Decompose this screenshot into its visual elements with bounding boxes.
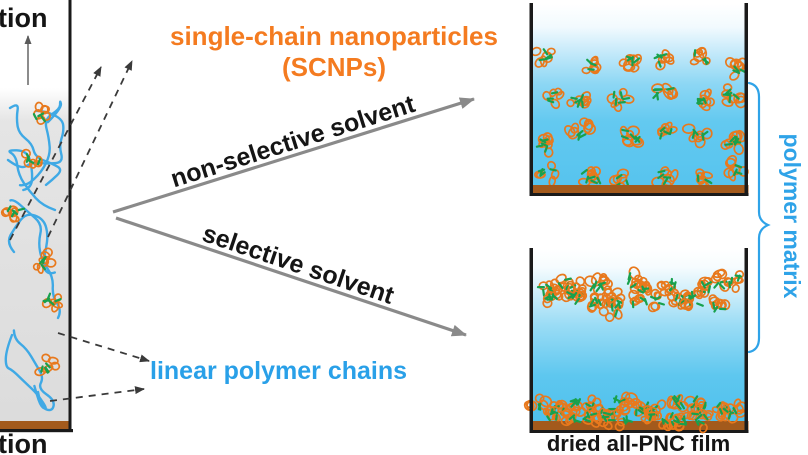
scnp-cluster xyxy=(628,289,648,309)
scnp-cluster xyxy=(619,125,645,148)
scnp-cluster xyxy=(636,276,653,296)
linear-polymer-chains-label: linear polymer chains xyxy=(150,357,408,385)
scnp-cluster xyxy=(723,154,749,182)
vial-substrate xyxy=(0,421,70,429)
scnp-cluster xyxy=(534,160,560,187)
polymer-matrix-brace xyxy=(747,81,771,354)
linear-polymer-chain xyxy=(12,329,55,412)
scnp-cluster xyxy=(20,148,43,169)
dashed-callout-arrow xyxy=(57,332,150,363)
scnp-cluster xyxy=(41,292,64,313)
container-wall-left xyxy=(529,3,533,196)
polymer-matrix-label: polymer matrix xyxy=(779,133,806,299)
scnp-cluster xyxy=(535,132,554,158)
linear-polymer-chain xyxy=(18,100,63,187)
scnp-cluster xyxy=(688,408,714,434)
container-wall-right xyxy=(744,248,748,433)
scnp-cluster xyxy=(560,282,588,305)
cropped-label-bottom: tion xyxy=(0,429,48,455)
scnp-cluster xyxy=(577,166,602,187)
scnp-cluster xyxy=(598,291,624,323)
dashed-callout-arrow xyxy=(9,66,102,241)
scnp-cluster xyxy=(653,49,675,71)
scnp-cluster xyxy=(32,101,51,125)
scnp-label-line2: (SCNPs) xyxy=(281,52,386,82)
scnp-cluster xyxy=(34,353,61,377)
scnp-cluster xyxy=(708,294,731,313)
nonselective-film-container xyxy=(529,3,749,196)
nonselective-solvent-arrow xyxy=(112,97,475,214)
scnp-cluster xyxy=(0,205,26,223)
film-caption: dried all-PNC film xyxy=(546,431,731,455)
scnp-cluster xyxy=(530,46,556,68)
scnp-cluster xyxy=(715,402,732,422)
scnp-cluster xyxy=(693,397,708,418)
scnp-cluster xyxy=(679,286,704,312)
scnp-cluster xyxy=(647,288,666,313)
scnp-cluster xyxy=(696,88,715,112)
container-base xyxy=(529,193,749,196)
container-base xyxy=(529,430,749,433)
scnp-cluster xyxy=(566,91,592,109)
scnp-cluster xyxy=(657,121,678,140)
container-wall-left xyxy=(529,248,533,433)
dashed-callout-arrow xyxy=(49,386,145,402)
scnp-cluster xyxy=(542,87,565,110)
selective-solvent-arrow xyxy=(115,216,467,337)
scnp-cluster xyxy=(560,408,582,427)
scnp-cluster xyxy=(651,166,679,190)
scnp-label-line1: single-chain nanoparticles xyxy=(170,21,498,51)
scnp-cluster xyxy=(581,55,602,75)
linear-polymer-chain xyxy=(8,104,62,187)
scnp-cluster xyxy=(618,53,642,73)
container-wall-right xyxy=(744,3,748,196)
scnp-cluster xyxy=(606,87,635,113)
scnp-cluster xyxy=(637,405,660,425)
scnp-cluster xyxy=(651,82,679,101)
scnp-cluster xyxy=(689,46,711,66)
linear-polymer-chain xyxy=(8,149,57,212)
solution-vial xyxy=(0,0,73,433)
substrate-film xyxy=(529,421,749,430)
scnp-cluster xyxy=(672,411,693,432)
selective-film-container xyxy=(523,248,749,434)
scnp-cluster xyxy=(666,394,689,413)
scnp-cluster xyxy=(681,123,713,149)
vial-wall xyxy=(68,0,72,432)
scnp-cluster xyxy=(542,405,561,422)
vial-base xyxy=(0,429,73,433)
substrate-film xyxy=(529,185,749,193)
scnp-cluster xyxy=(32,247,57,275)
scnp-label: single-chain nanoparticles (SCNPs) xyxy=(158,21,510,83)
scnp-cluster xyxy=(666,288,690,308)
callout-arrows xyxy=(9,60,150,402)
scnp-cluster xyxy=(613,400,634,432)
scnp-cluster xyxy=(598,407,622,431)
cropped-label-top: tion xyxy=(0,3,48,33)
scnp-cluster xyxy=(564,117,596,141)
vial-solution-fill xyxy=(0,88,69,421)
scnp-cluster xyxy=(724,57,748,81)
scnp-cluster xyxy=(542,289,564,309)
scnp-cluster xyxy=(723,270,745,294)
dashed-callout-arrow xyxy=(47,60,133,238)
scnp-cluster xyxy=(720,129,746,156)
